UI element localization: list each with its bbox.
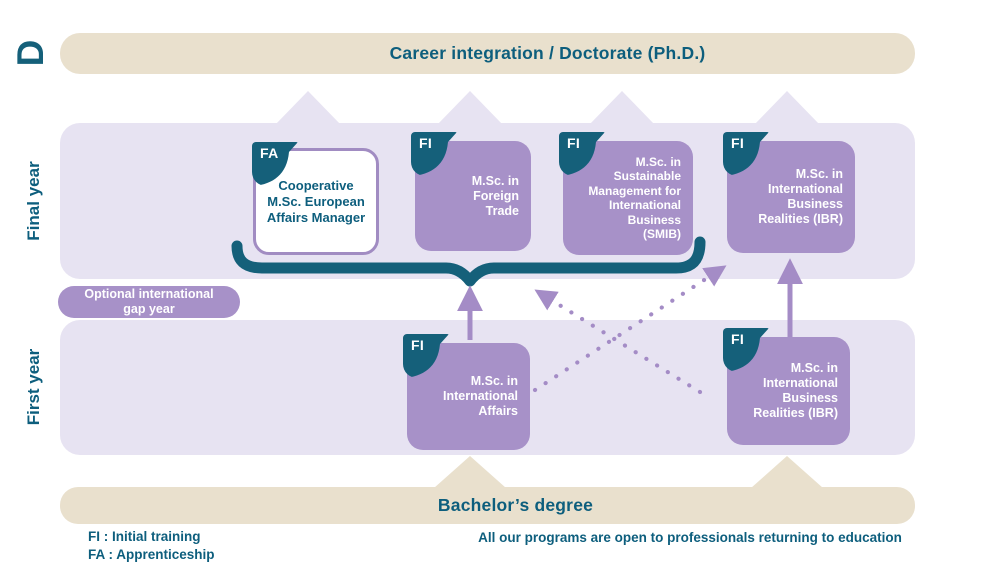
program-label: M.Sc. in Foreign Trade <box>471 173 519 218</box>
program-box-msc-international-affairs: FI M.Sc. in International Affairs <box>407 343 530 450</box>
flow-triangle-up <box>275 91 341 125</box>
program-box-msc-foreign-trade: FI M.Sc. in Foreign Trade <box>415 141 531 251</box>
flow-triangle-up <box>589 91 655 125</box>
career-doctorate-label: Career integration / Doctorate (Ph.D.) <box>389 43 706 63</box>
program-label: M.Sc. in International Business Realitie… <box>758 167 843 226</box>
legend-fa: FA : Apprenticeship <box>88 546 215 562</box>
final-year-label: Final year <box>24 161 43 241</box>
fi-badge: FI <box>403 334 449 378</box>
program-label: Cooperative M.Sc. European Affairs Manag… <box>266 177 366 225</box>
bachelor-degree-label: Bachelor’s degree <box>437 495 594 515</box>
badge-label: FA <box>260 145 279 161</box>
badge-label: FI <box>731 135 745 151</box>
program-label: M.Sc. in International Business Realitie… <box>753 361 838 420</box>
gap-year-label: Optional international gap year <box>84 287 214 316</box>
gap-year-pill: Optional international gap year <box>58 286 240 318</box>
fi-badge: FI <box>411 132 457 176</box>
first-year-label: First year <box>24 348 43 426</box>
program-label: M.Sc. in International Affairs <box>442 374 518 418</box>
career-doctorate-bar: Career integration / Doctorate (Ph.D.) <box>60 33 915 74</box>
corner-letter-d: D <box>10 39 51 67</box>
badge-label: FI <box>419 135 433 151</box>
flow-triangle-up <box>434 456 506 488</box>
professionals-note: All our programs are open to professiona… <box>478 530 902 545</box>
badge-label: FI <box>731 331 745 347</box>
program-box-msc-ibr-final: FI M.Sc. in International Business Reali… <box>727 141 855 253</box>
flow-triangle-up <box>751 456 823 488</box>
flow-triangle-up <box>437 91 503 125</box>
program-box-cooperative-msc-european-affairs: FA Cooperative M.Sc. European Affairs Ma… <box>253 148 379 255</box>
badge-label: FI <box>411 337 425 353</box>
badge-label: FI <box>567 135 581 151</box>
flow-triangle-up <box>754 91 820 125</box>
bachelor-degree-bar: Bachelor’s degree <box>60 487 915 524</box>
badge-legend: FI : Initial training FA : Apprenticeshi… <box>88 528 215 563</box>
program-label: M.Sc. in Sustainable Management for Inte… <box>588 154 681 242</box>
program-box-msc-ibr-first: FI M.Sc. in International Business Reali… <box>727 337 850 445</box>
legend-fi: FI : Initial training <box>88 529 201 544</box>
program-box-msc-smib: FI M.Sc. in Sustainable Management for I… <box>563 141 693 255</box>
